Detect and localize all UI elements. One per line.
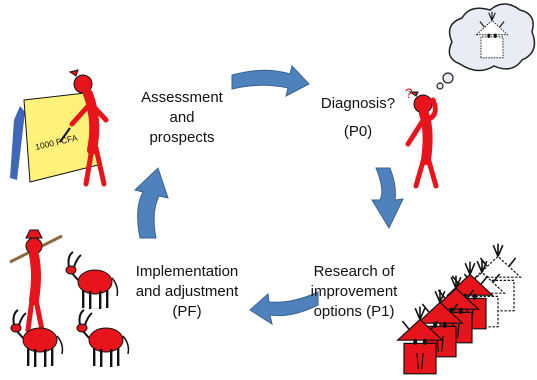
assessment-illustration: 1000 FCFA [10, 69, 109, 187]
step-research-line-1: Research of [313, 263, 395, 280]
step-implementation-line-1: Implementation [135, 263, 239, 280]
step-implementation-line-2: and adjustment [135, 283, 239, 300]
step-diagnosis-label: Diagnosis? (P0) [298, 94, 418, 142]
step-implementation-line-3: (PF) [172, 303, 202, 320]
step-implementation-label: Implementation and adjustment (PF) [112, 262, 262, 322]
arrow-to-diagnosis [231, 64, 310, 97]
step-research-line-2: improvement [310, 283, 398, 300]
step-assessment-line-1: Assessment [141, 89, 223, 106]
implementation-illustration [9, 229, 130, 368]
arrow-to-research [371, 167, 404, 230]
step-assessment-label: Assessment and prospects [122, 88, 242, 148]
research-illustration [396, 242, 522, 375]
step-research-line-3: options (P1) [313, 303, 395, 320]
step-diagnosis-line-1: Diagnosis? [320, 95, 396, 112]
thinker-figure: ? [405, 85, 439, 189]
step-diagnosis-line-2: (P0) [343, 123, 373, 140]
diagnosis-illustration: ? [405, 3, 536, 189]
step-assessment-line-3: prospects [149, 129, 215, 146]
arrow-to-implementation [249, 291, 319, 326]
sign-post [10, 106, 25, 180]
step-assessment-line-2: and [169, 109, 195, 126]
thought-cloud [436, 3, 536, 90]
cow-bottom-left [10, 309, 64, 368]
question-mark: ? [405, 85, 413, 101]
writer-figure [59, 69, 109, 187]
step-research-label: Research of improvement options (P1) [292, 262, 416, 322]
arrow-to-assessment [133, 167, 169, 239]
cow-top [65, 251, 119, 310]
pen-icon [59, 127, 71, 143]
herder-figure [9, 229, 63, 333]
